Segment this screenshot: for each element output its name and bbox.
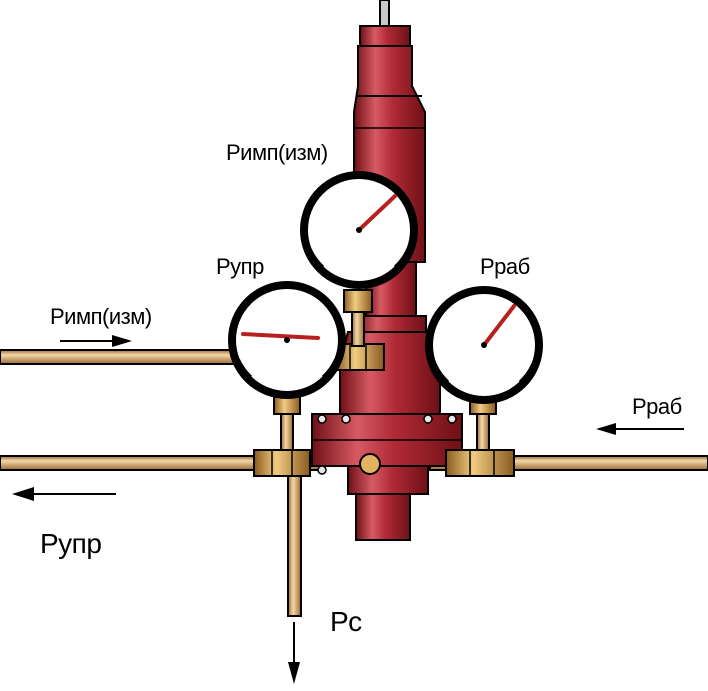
- top-stem: [379, 0, 390, 27]
- flange-bolt: [317, 414, 327, 424]
- lower-housing: [347, 465, 429, 495]
- label-gauge-right: Рраб: [480, 254, 530, 279]
- label-inlet-right: Рраб: [632, 394, 682, 419]
- inlet-tee-right: [445, 449, 515, 477]
- center-nut: [359, 453, 381, 475]
- gauge-right-needle: [482, 304, 516, 347]
- label-drain-bottom: Рс: [330, 606, 362, 637]
- flange-bolt: [447, 414, 457, 424]
- gauge-left-needle: [241, 332, 320, 340]
- arrow-inlet-left: [60, 335, 132, 347]
- label-inlet-left: Римп(изм): [50, 304, 152, 329]
- flange-bolt: [317, 465, 327, 475]
- top-gauge-connector: [343, 289, 373, 313]
- label-gauge-top: Римп(изм): [226, 140, 328, 165]
- arrow-outlet-left: [12, 487, 116, 501]
- bottom-plug: [355, 493, 411, 541]
- drain-tube: [287, 467, 302, 617]
- top-gauge-stem: [351, 311, 365, 347]
- label-gauge-left: Рупр: [216, 254, 264, 279]
- arrow-inlet-right: [596, 423, 684, 435]
- top-cap: [359, 25, 411, 47]
- gauge-top: [300, 171, 418, 289]
- label-outlet-left: Рупр: [40, 528, 102, 559]
- outlet-tee-left: [253, 449, 311, 477]
- gauge-top-needle: [357, 194, 397, 232]
- arrow-drain-down: [288, 622, 300, 684]
- flange-bolt: [423, 414, 433, 424]
- flange-bolt: [341, 414, 351, 424]
- gauge-right: [425, 286, 543, 404]
- gauge-left: [228, 281, 346, 399]
- body-collar: [355, 315, 427, 333]
